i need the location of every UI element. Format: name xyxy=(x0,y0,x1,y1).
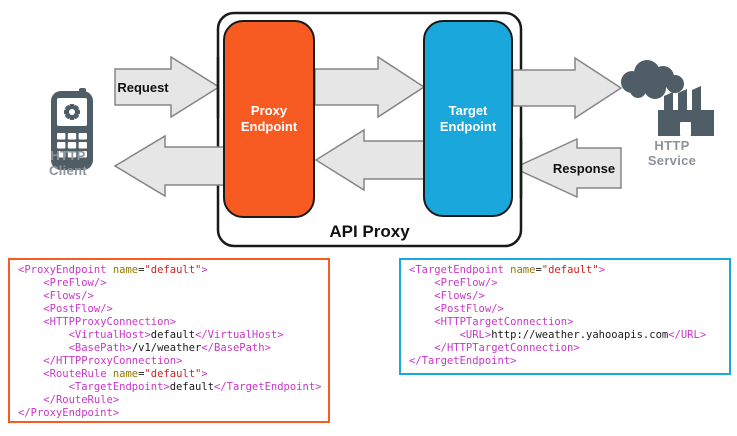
proxy-endpoint-xml-code: <ProxyEndpoint name="default"> <PreFlow/… xyxy=(8,258,330,423)
proxy-endpoint-label-line1: Proxy xyxy=(250,103,288,118)
target-endpoint-box: Target Endpoint xyxy=(423,20,513,217)
http-service-label-line2: Service xyxy=(647,153,697,168)
proxy-endpoint-box: Proxy Endpoint xyxy=(223,20,315,218)
http-client-label-line1: HTTP xyxy=(50,148,86,163)
target-endpoint-xml-code: <TargetEndpoint name="default"> <PreFlow… xyxy=(399,258,731,375)
http-client-label: HTTP Client xyxy=(29,148,107,178)
http-service-label: HTTP Service xyxy=(627,138,717,168)
target-endpoint-label-line1: Target xyxy=(448,102,488,118)
factory-smoke-icon xyxy=(621,60,714,136)
phone-keypad xyxy=(57,133,87,158)
proxy-endpoint-label-line2: Endpoint xyxy=(240,119,298,134)
gear-glyph xyxy=(64,104,80,120)
proxy-to-target-arrow xyxy=(314,55,426,119)
response-arrow xyxy=(512,137,622,199)
http-service-label-line1: HTTP xyxy=(654,138,690,153)
target-to-proxy-arrow xyxy=(314,128,425,192)
api-proxy-title: API Proxy xyxy=(329,222,410,241)
response-arrow-label: Response xyxy=(552,161,616,176)
proxy-to-client-arrow xyxy=(113,134,225,198)
target-to-service-arrow xyxy=(512,56,623,120)
smoke-cloud xyxy=(621,60,684,99)
request-arrow-label: Request xyxy=(117,80,169,95)
factory-door xyxy=(680,122,691,136)
request-arrow xyxy=(114,55,221,119)
mobile-phone-gear-icon xyxy=(51,88,93,170)
http-client-label-line2: Client xyxy=(49,163,87,178)
target-endpoint-label-line2: Endpoint xyxy=(439,118,497,134)
